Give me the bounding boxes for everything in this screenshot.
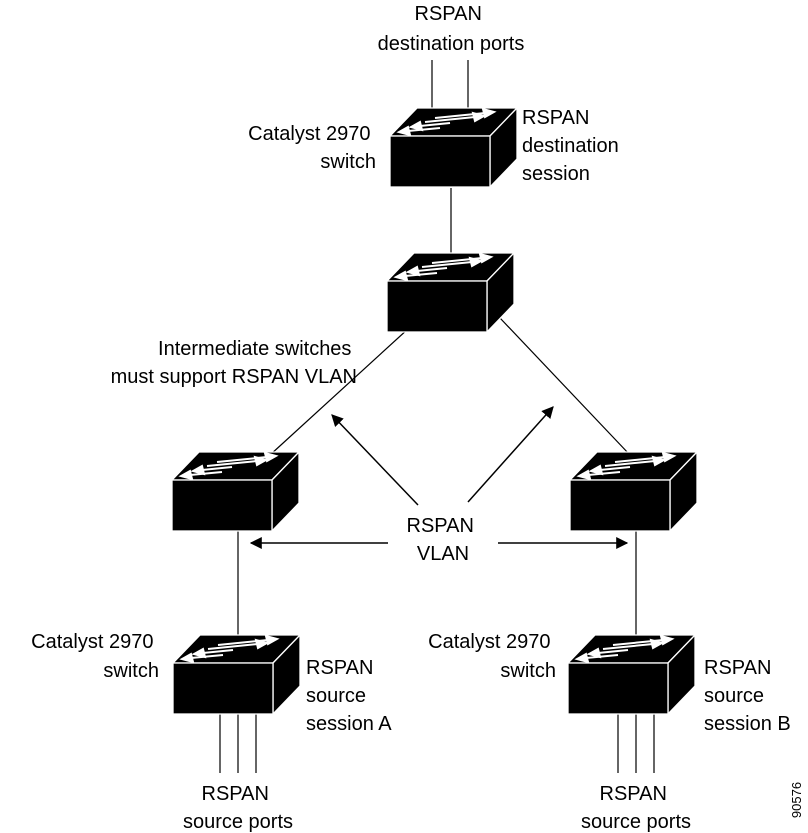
switch-left-source: [171, 633, 302, 716]
vlan-arrow-up-right: [467, 406, 554, 503]
switch-right-source: [566, 633, 697, 716]
dest-session-label: RSPAN destination session: [522, 107, 624, 185]
layer2-switch-icon: [170, 450, 301, 533]
layer2-switch-icon: [568, 450, 699, 533]
dest-ports-label: RSPAN destination ports: [378, 3, 525, 55]
right-switch-name-label: Catalyst 2970 switch: [428, 631, 556, 682]
layer2-switch-icon: [566, 633, 697, 716]
switch-core: [385, 251, 516, 334]
source-session-a-label: RSPAN source session A: [306, 657, 392, 735]
source-session-b-label: RSPAN source session B: [704, 657, 791, 735]
left-switch-name-label: Catalyst 2970 switch: [31, 631, 159, 682]
vlan-arrow-up-left: [331, 414, 419, 506]
switch-right-intermediate: [568, 450, 699, 533]
rspan-vlan-label: RSPAN VLAN: [407, 515, 480, 565]
link-core-to-left: [269, 317, 421, 456]
left-source-ports-label: RSPAN source ports: [183, 783, 293, 833]
layer2-switch-icon: [388, 106, 519, 189]
layer2-switch-icon: [171, 633, 302, 716]
switch-left-intermediate: [170, 450, 301, 533]
link-core-to-right: [499, 317, 631, 456]
layer2-switch-icon: [385, 251, 516, 334]
intermediate-switches-label: Intermediate switches must support RSPAN…: [111, 338, 357, 388]
switch-top: [388, 106, 519, 189]
top-switch-name-label: Catalyst 2970 switch: [248, 123, 376, 173]
right-source-ports-label: RSPAN source ports: [581, 783, 691, 833]
figure-id-label: 90576: [789, 782, 804, 818]
